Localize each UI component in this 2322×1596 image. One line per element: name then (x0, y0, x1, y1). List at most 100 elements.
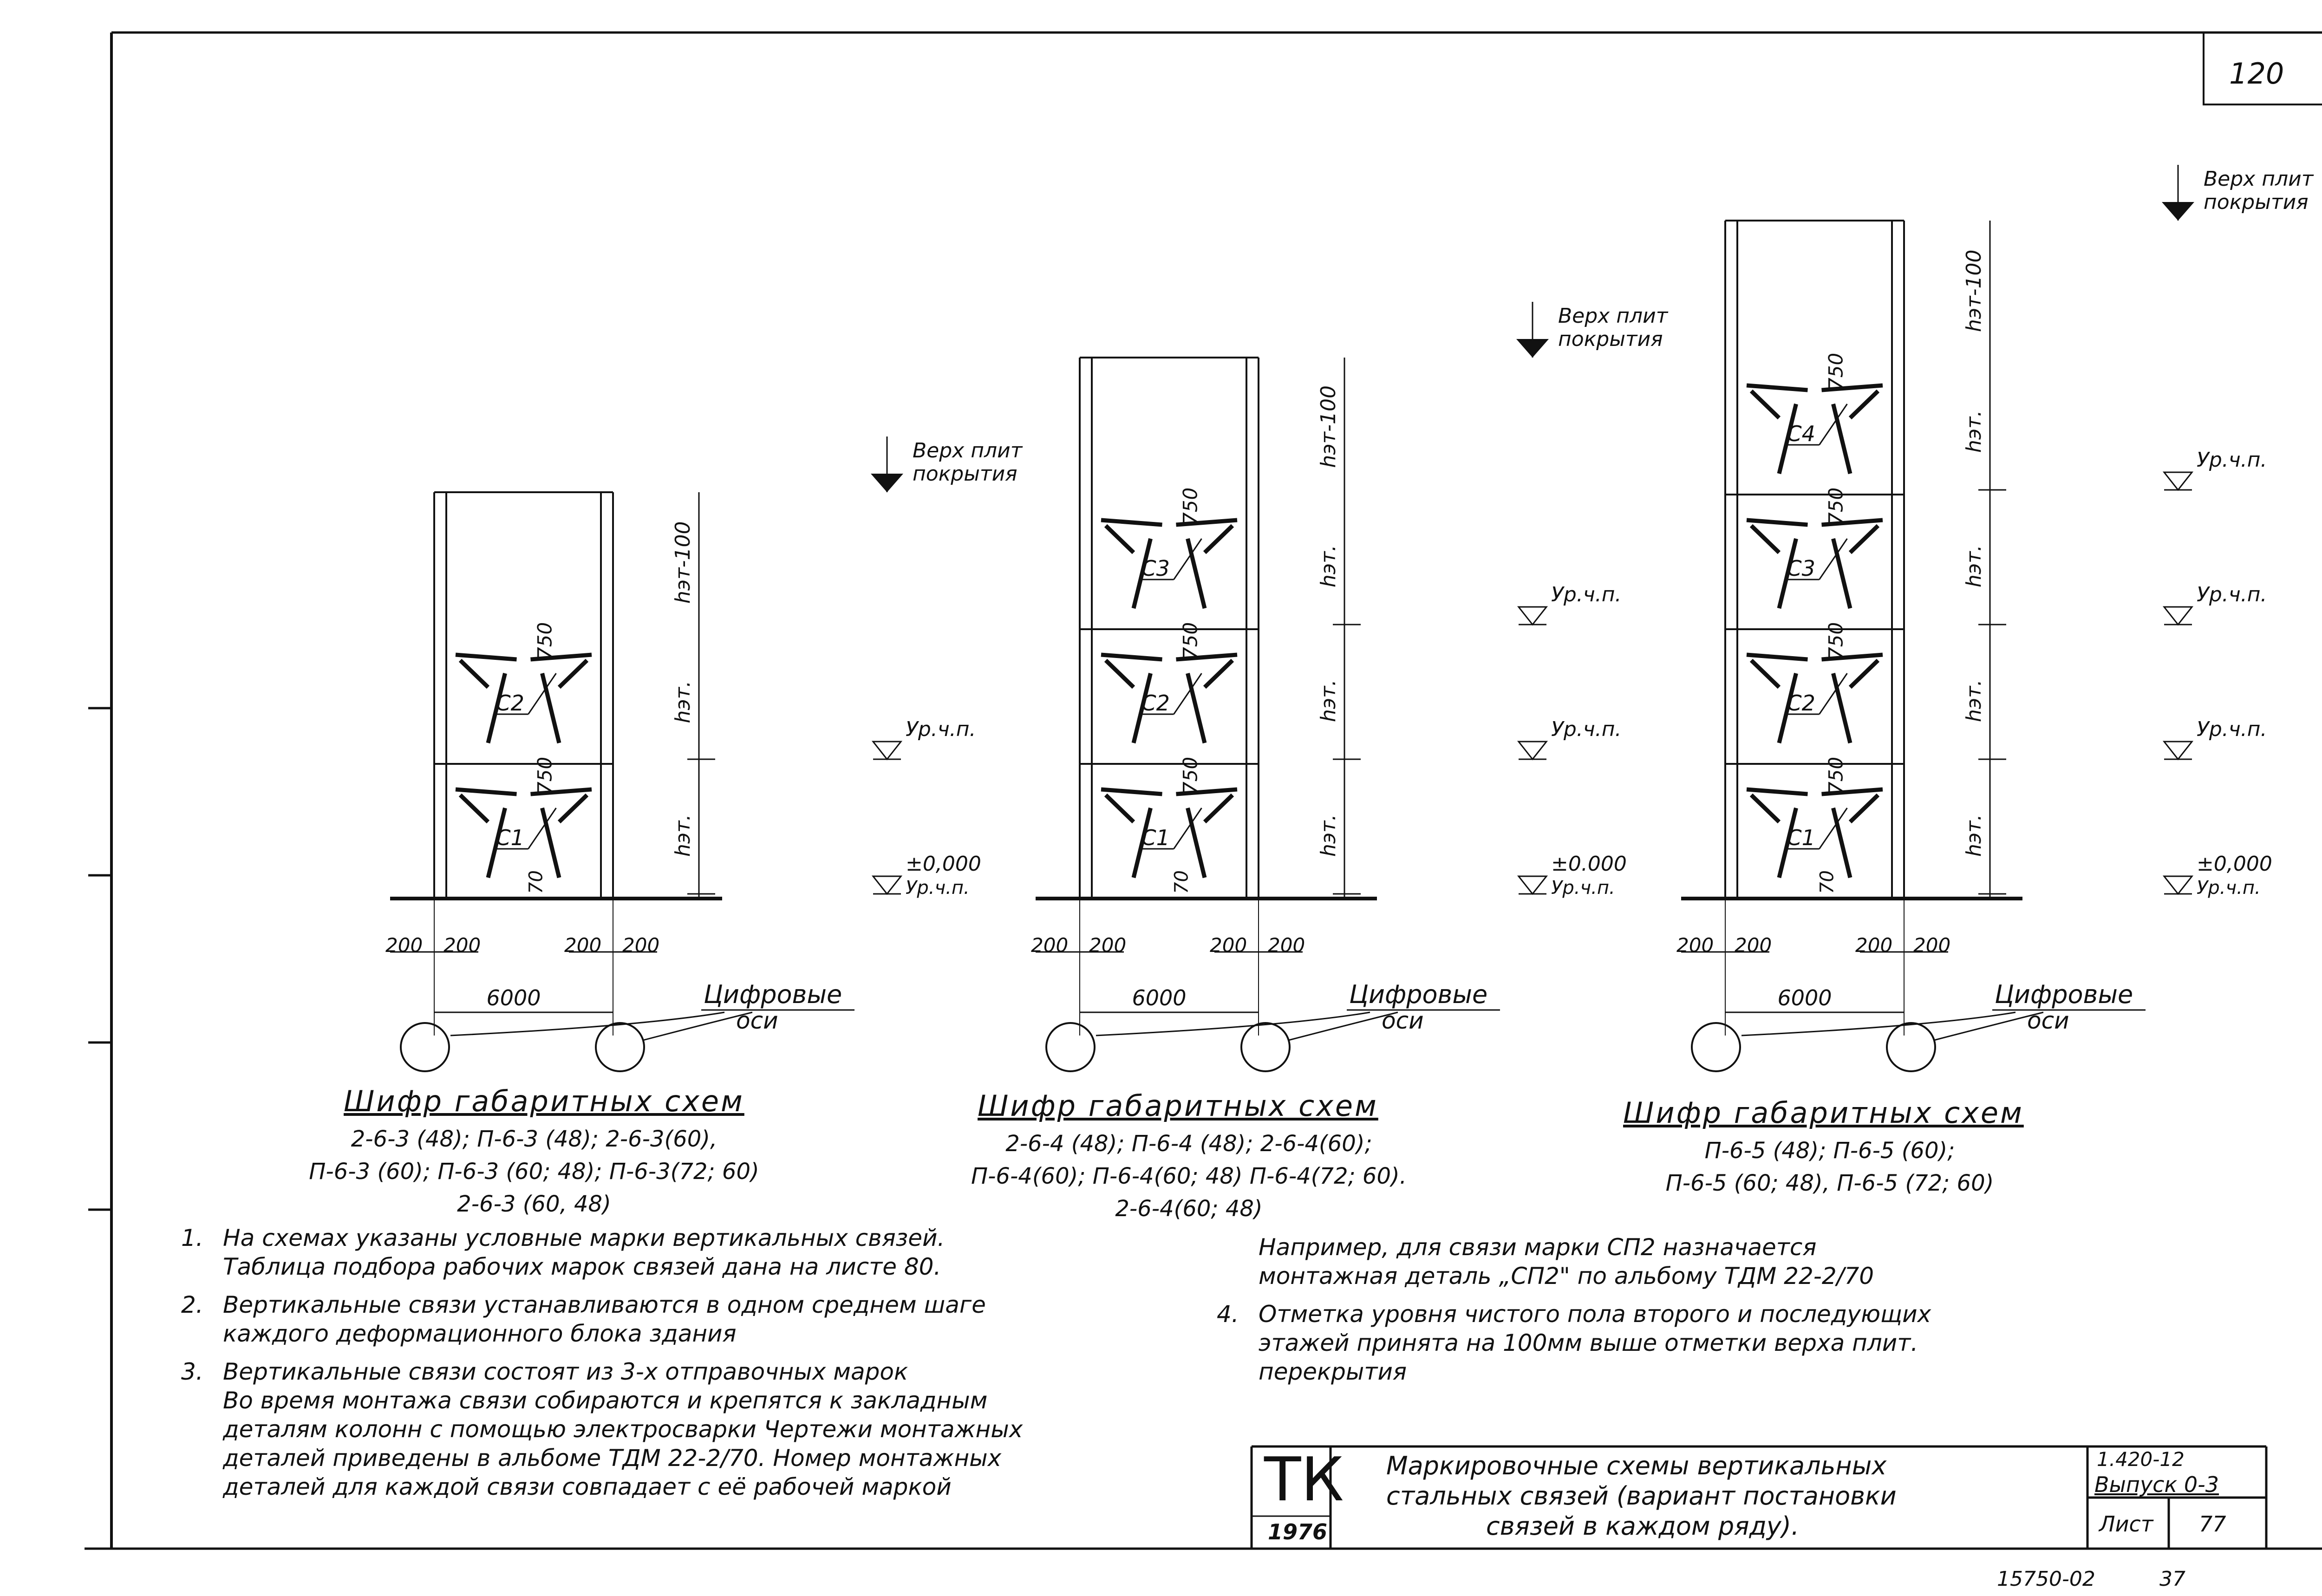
level-marker (871, 875, 903, 895)
level-marker (2162, 741, 2194, 761)
brace-diag-left (486, 672, 507, 744)
notes-right: Например, для связи марки СП2 назначаетс… (1217, 1233, 1931, 1395)
dim-200-a: 200 (385, 934, 423, 957)
dim-750: 750 (1179, 488, 1202, 525)
note-text: деталям колонн с помощью электросварки Ч… (223, 1416, 1023, 1443)
dim-200-d: 200 (1913, 934, 1950, 957)
brace-top-right (530, 652, 592, 662)
axis-circle-right (1240, 1022, 1291, 1072)
brace-label-С3: С3 (1141, 556, 1170, 581)
brace-corner-left (1104, 658, 1135, 689)
brace-top-left (455, 787, 517, 796)
title-line-2: стальных связей (вариант постановки (1386, 1481, 1897, 1511)
note-text: монтажная деталь „СП2" по альбому ТДМ 22… (1259, 1263, 1874, 1290)
brace-diag-right (1186, 807, 1207, 879)
roof-label-2: покрытия (1558, 327, 1663, 351)
dim-750: 750 (1825, 353, 1847, 390)
brace-corner-left (1104, 793, 1135, 824)
axis-circle-left (400, 1022, 450, 1072)
dim-200-d: 200 (622, 934, 659, 957)
cipher-line: П-6-4(60); П-6-4(60; 48) П-6-4(72; 60). (971, 1163, 1407, 1189)
note-line: перекрытия (1217, 1357, 1931, 1386)
dim-200-a: 200 (1676, 934, 1714, 957)
sheet-number: 77 (2199, 1511, 2226, 1537)
roof-label-1: Верх плит (1558, 304, 1669, 328)
note-item: 1. На схемах указаны условные марки верти… (181, 1224, 1023, 1281)
h-floor-label: hэт. (1317, 814, 1340, 857)
dim-750: 750 (534, 757, 556, 794)
brace-top-left (1101, 652, 1162, 662)
note-line: Например, для связи марки СП2 назначаетс… (1217, 1233, 1931, 1262)
h-floor-label: hэт. (1962, 679, 1986, 722)
series-code: 1.420-12 (2097, 1448, 2185, 1471)
cipher-title: Шифр габаритных схем (1623, 1096, 2024, 1130)
sheet-frame (85, 31, 2322, 1550)
dim-750: 750 (534, 622, 556, 659)
brace-top-right (1821, 787, 1883, 796)
note-item: 3.Вертикальные связи состоят из 3-х отпр… (181, 1357, 1023, 1501)
title-year: 1976 (1268, 1519, 1328, 1544)
axes-label-1: Цифровые (704, 980, 842, 1009)
stamp-number: 15750-02 (1997, 1567, 2095, 1591)
brace-top-right (1176, 518, 1238, 527)
floor-level-label: Ур.ч.п. (906, 717, 976, 741)
floor-level-label: Ур.ч.п. (2197, 583, 2267, 606)
axes-leader-left (450, 1011, 725, 1036)
roof-label-1: Верх плит (913, 439, 1023, 463)
note-text: деталей приведены в альбоме ТДМ 22-2/70.… (223, 1445, 1002, 1472)
brace-label-С3: С3 (1787, 556, 1815, 581)
floor-level-label: Ур.ч.п. (1551, 583, 1621, 606)
brace-top-left (1101, 787, 1162, 796)
note-text: Таблица подбора рабочих марок связей дан… (223, 1253, 941, 1280)
level-marker (1517, 875, 1548, 895)
brace-label-С2: С2 (1787, 691, 1815, 716)
brace-diag-left (1777, 672, 1798, 744)
brace-corner-left (458, 658, 490, 689)
cipher-line: П-6-5 (60; 48), П-6-5 (72; 60) (1665, 1170, 1994, 1196)
note-line: деталей приведены в альбоме ТДМ 22-2/70.… (181, 1444, 1023, 1472)
title-block-frame (1250, 1445, 2268, 1549)
cipher-line: 2-6-3 (48); П-6-3 (48); 2-6-3(60), (351, 1126, 717, 1152)
note-number: 1. (181, 1225, 203, 1251)
brace-top-left (455, 652, 517, 662)
note-line: 3.Вертикальные связи состоят из 3-х отпр… (181, 1357, 1023, 1386)
axes-leader-left (1741, 1011, 2016, 1036)
note-text: На схемах указаны условные марки вертика… (223, 1225, 945, 1251)
brace-corner-right (557, 658, 589, 689)
h-floor-label: hэт. (1317, 545, 1340, 587)
dim-750: 750 (1825, 757, 1847, 794)
axes-leader-right (1934, 1011, 2044, 1041)
brace-label-С4: С4 (1787, 421, 1815, 446)
brace-label-leader (1819, 404, 1848, 445)
note-text: Отметка уровня чистого пола второго и по… (1259, 1301, 1931, 1328)
note-text: деталей для каждой связи совпадает с её … (223, 1473, 952, 1500)
org-mark: ТК (1264, 1444, 1344, 1515)
roof-marker (871, 474, 903, 492)
brace-diag-left (1777, 403, 1798, 475)
brace-label-leader (528, 808, 557, 849)
note-item: 2.Вертикальные связи устанавливаются в о… (181, 1290, 1023, 1348)
roof-label-1: Верх плит (2204, 167, 2314, 191)
note-number: 4. (1217, 1301, 1239, 1328)
brace-top-right (1821, 383, 1883, 392)
axes-label-1: Цифровые (1349, 980, 1487, 1009)
dim-750: 750 (1179, 622, 1202, 659)
h-floor-label: hэт. (1317, 679, 1340, 722)
brace-label-С2: С2 (496, 691, 524, 716)
cipher-line: 2-6-3 (60, 48) (457, 1191, 611, 1217)
level-marker (871, 741, 903, 761)
cipher-title: Шифр габаритных схем (344, 1084, 744, 1118)
brace-corner-left (1749, 524, 1781, 554)
zero-level-label: ±0,000 (906, 852, 981, 876)
dim-750: 750 (1825, 488, 1847, 525)
brace-top-left (1101, 518, 1162, 527)
brace-diag-right (1186, 672, 1207, 744)
dim-750: 750 (1179, 757, 1202, 794)
brace-label-leader (1819, 538, 1848, 580)
dim-750: 750 (1825, 622, 1847, 659)
brace-label-leader (1819, 673, 1848, 715)
note-line: 1. На схемах указаны условные марки верти… (181, 1224, 1023, 1252)
issue-label: Выпуск 0-3 (2094, 1472, 2219, 1497)
brace-diag-left (1777, 538, 1798, 609)
ground-floor-label: Ур.ч.п. (906, 877, 970, 899)
